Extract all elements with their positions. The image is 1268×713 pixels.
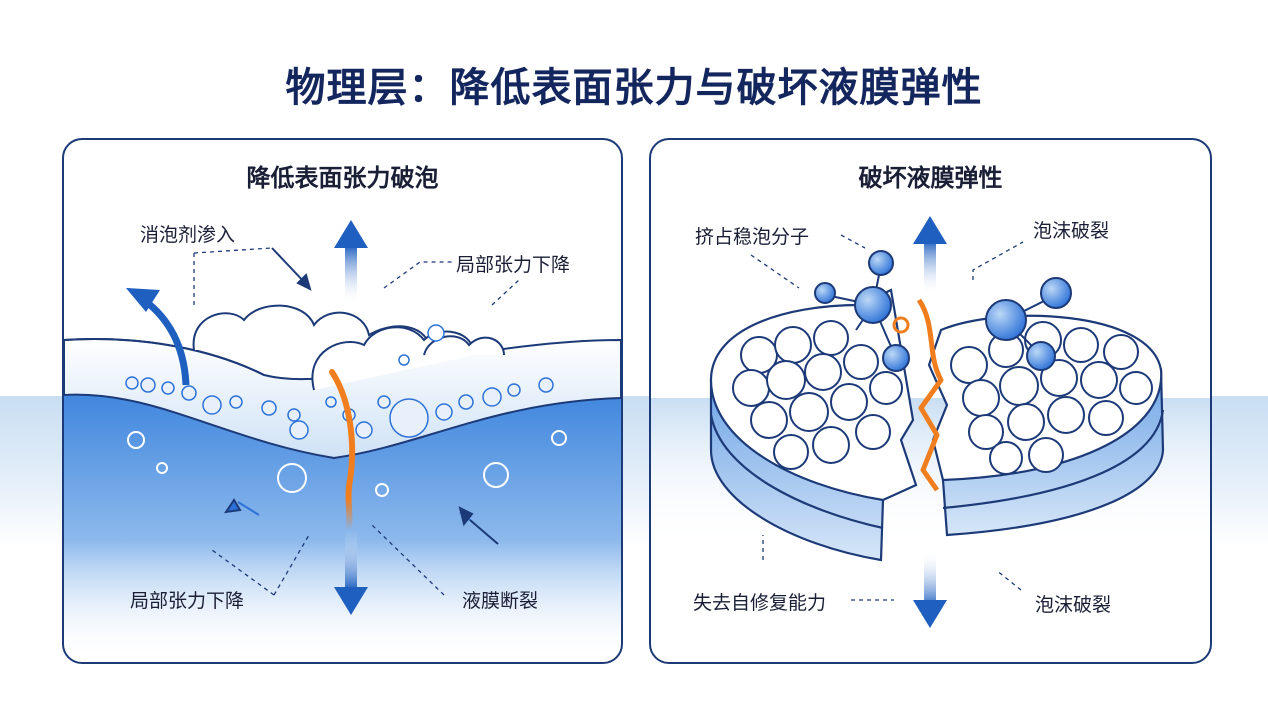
label-lose-repair: 失去自修复能力	[693, 592, 827, 614]
label-rupture-top: 泡沫破裂	[1033, 220, 1110, 242]
up-arrow-icon	[334, 220, 368, 248]
down-arrow-icon	[913, 600, 947, 628]
right-panel: 破坏液膜弹性 挤占稳泡分子 泡沫破裂 失去自修复能力 泡沫破裂	[649, 138, 1212, 664]
label-tension-drop-top: 局部张力下降	[456, 254, 571, 276]
down-arrow-shaft	[924, 550, 936, 608]
water-body	[64, 392, 621, 662]
film-rupture-crack	[329, 369, 356, 533]
right-diagram	[651, 216, 1210, 628]
label-infiltration: 消泡剂渗入	[140, 224, 236, 246]
orange-ring-icon	[892, 316, 910, 334]
page-title: 物理层：降低表面张力与破坏液膜弹性	[285, 65, 983, 111]
label-displace: 挤占稳泡分子	[695, 226, 810, 248]
molecule-right	[985, 277, 1072, 371]
foam-bubbles	[732, 320, 1153, 475]
right-panel-title: 破坏液膜弹性	[858, 164, 1003, 192]
water-bubbles	[127, 430, 567, 497]
leader-lines	[193, 247, 520, 596]
down-arrow-icon	[334, 587, 368, 615]
up-arrow-shaft	[924, 240, 936, 295]
up-arrow-icon	[913, 216, 947, 244]
molecule-left	[814, 250, 910, 372]
left-panel-title: 降低表面张力破泡	[246, 164, 439, 192]
leader-lines	[750, 234, 1024, 601]
down-arrow-shaft	[345, 530, 357, 590]
left-panel: 降低表面张力破泡 消泡剂渗入 局部张力下降 局部张力下降 液膜断裂	[62, 138, 623, 664]
surface-bubbles	[192, 304, 505, 391]
up-arrow-shaft	[345, 245, 357, 305]
small-bubbles	[125, 324, 554, 440]
label-rupture-bottom: 泡沫破裂	[1035, 594, 1112, 616]
crack-line	[916, 298, 944, 492]
pointer-arrows	[223, 247, 499, 545]
label-film-rupture: 液膜断裂	[462, 590, 539, 612]
left-diagram	[64, 220, 621, 662]
label-tension-drop-bottom: 局部张力下降	[130, 590, 245, 612]
